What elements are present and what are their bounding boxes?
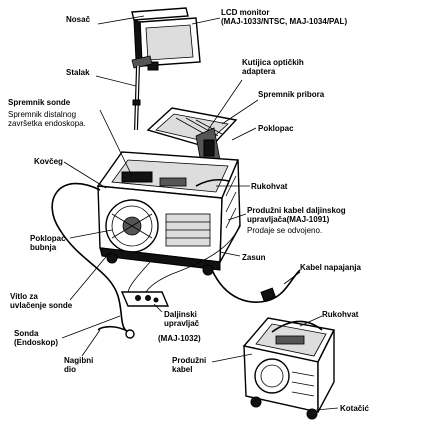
label-sonda-2: (Endoskop) [14,338,58,347]
label-rukohvat-bottom: Rukohvat [322,310,359,319]
label-produzni-kabel-2: upravljača(MAJ-1091) [247,215,330,224]
label-sonda-1: Sonda [14,329,39,338]
main-case [96,107,241,276]
label-kutijica-1: Kutijica optičkih [242,58,304,67]
label-vitlo-2: uvlačenje sonde [10,301,73,310]
probe-cable [51,182,133,335]
label-poklopac-bubnja-1: Poklopac [30,234,66,243]
label-stalak: Stalak [66,68,90,77]
label-nosac: Nosač [66,15,91,24]
label-kutijica-2: adaptera [242,67,276,76]
label-nagibni-1: Nagibni [64,356,94,365]
leader-lines [61,15,339,411]
label-produzni-kabel-b-1: Produžni [172,356,207,365]
label-spremnik-distalnog-1: Spremnik distalnog [8,110,77,119]
label-spremnik-sonde: Spremnik sonde [8,98,71,107]
bending-section [97,325,135,339]
label-vitlo-1: Vitlo za [10,292,38,301]
label-poklopac-bubnja-2: bubnja [30,243,57,252]
label-spremnik-pribora: Spremnik pribora [258,90,325,99]
label-kotacic: Kotačić [340,404,369,413]
label-daljinski-1: Daljinski [164,310,197,319]
label-poklopac: Poklopac [258,124,294,133]
label-prodaje-se: Prodaje se odvojeno. [247,226,323,235]
label-zasun: Zasun [242,253,266,262]
label-lcd-monitor: LCD monitor [221,8,270,17]
label-kovceg: Kovčeg [34,157,63,166]
label-nagibni-2: dio [64,365,76,374]
power-cable [211,269,301,303]
label-lcd-monitor-models: (MAJ-1033/NTSC, MAJ-1034/PAL) [221,17,348,26]
remote-extension-cable [127,223,241,293]
closed-case [242,317,336,420]
label-kabel-napajanja: Kabel napajanja [300,263,361,272]
label-rukohvat-top: Rukohvat [251,182,288,191]
monitor-holder [131,55,153,69]
label-daljinski-3: (MAJ-1032) [158,334,201,343]
stand-pole [132,65,141,131]
label-spremnik-distalnog-2: završetka endoskopa. [8,119,86,128]
label-produzni-kabel-b-2: kabel [172,365,193,374]
label-daljinski-2: upravljač [164,319,200,328]
remote-control [120,291,170,307]
lcd-monitor [131,7,201,71]
label-produzni-kabel-1: Produžni kabel daljinskog [247,206,346,215]
